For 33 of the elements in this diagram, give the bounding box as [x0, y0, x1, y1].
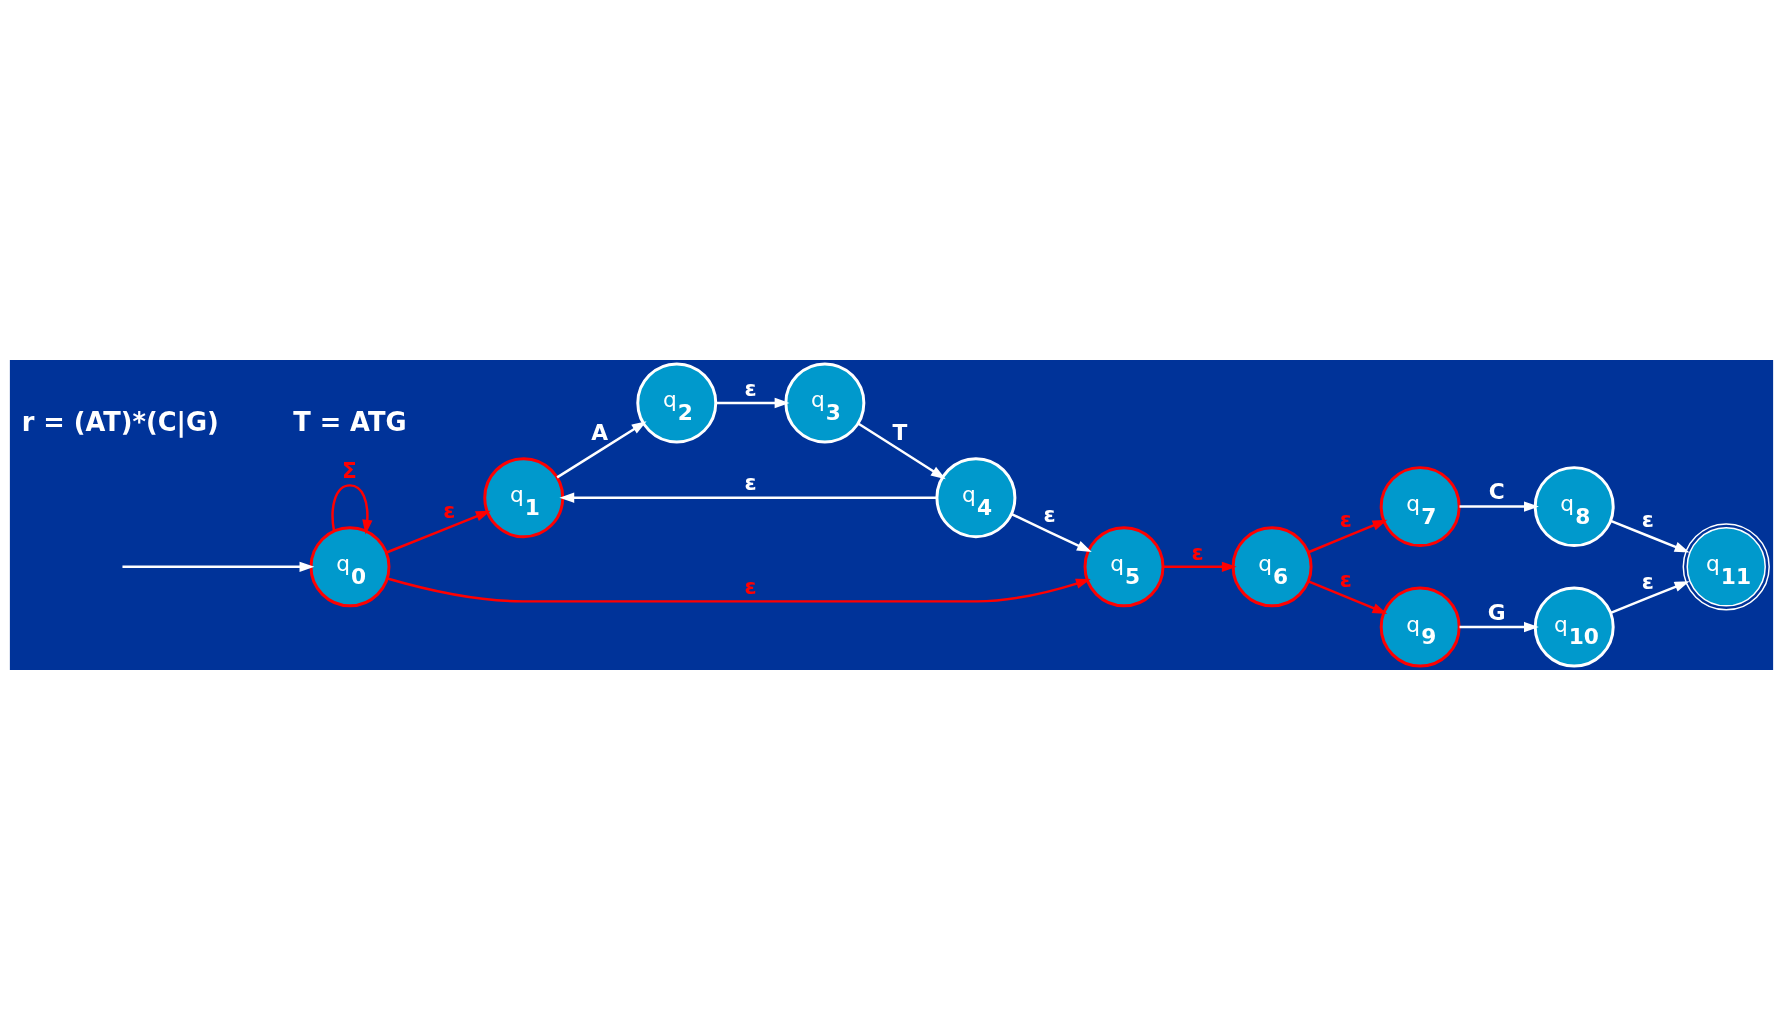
edge-label: ε — [1641, 506, 1654, 532]
edge-label: A — [591, 420, 609, 446]
edge-label: ε — [1191, 539, 1204, 565]
label: r = (AT)*(C|G) — [21, 406, 219, 437]
arrow — [857, 422, 946, 480]
arrow — [1610, 581, 1690, 614]
arrow — [1011, 513, 1092, 553]
arrow — [559, 492, 937, 503]
arrow — [1459, 501, 1539, 512]
arrow — [1610, 519, 1690, 553]
edge-label: ε — [1043, 502, 1056, 528]
edge-label: Σ — [342, 458, 357, 484]
arrow — [1307, 519, 1388, 554]
edge-label: ε — [744, 375, 757, 401]
arrow — [1459, 621, 1539, 633]
arrow — [386, 510, 491, 554]
arrow — [331, 484, 373, 535]
edge-label: T — [892, 420, 908, 446]
edge-label: ε — [1339, 567, 1352, 593]
arrow — [387, 577, 1091, 603]
edge-label: ε — [443, 498, 456, 524]
edge-label: ε — [1641, 569, 1654, 595]
edge-label: ε — [744, 470, 757, 496]
arrow — [122, 561, 315, 573]
edge-label: G — [1487, 599, 1506, 625]
edge-label: C — [1488, 479, 1505, 505]
arrow — [1307, 580, 1388, 614]
edge-label: ε — [1339, 506, 1352, 532]
arrow — [1163, 561, 1237, 573]
label: T = ATG — [293, 406, 407, 437]
arrow — [556, 421, 647, 479]
arrow — [716, 397, 790, 409]
edge-label: ε — [744, 574, 757, 600]
